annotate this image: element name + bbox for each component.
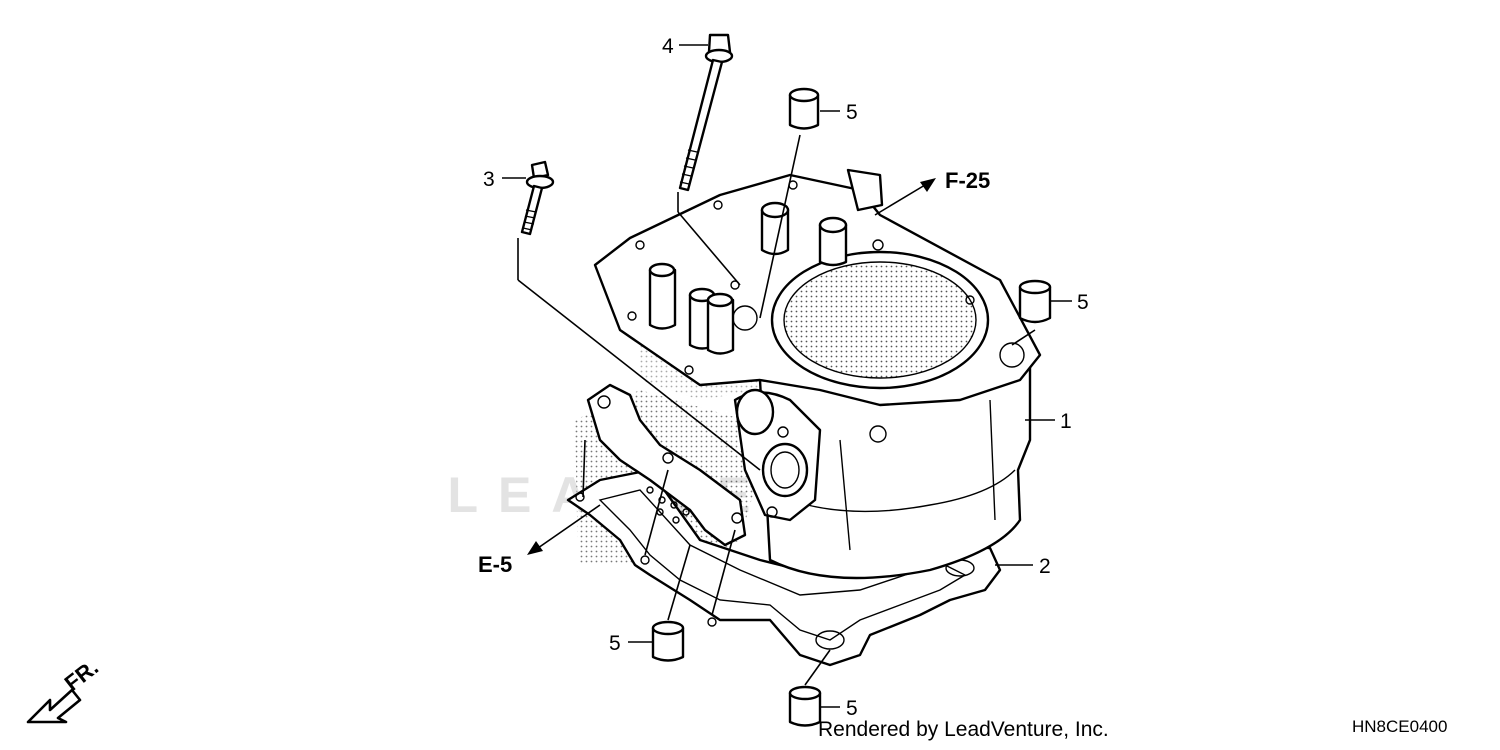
alignment-lines bbox=[517, 134, 1036, 686]
callout-3: 3 bbox=[483, 168, 495, 191]
flange-bolt-short[interactable] bbox=[520, 160, 555, 236]
oil-passage-holes bbox=[646, 486, 690, 524]
front-arrow-icon: FR. bbox=[26, 654, 103, 724]
callout-5-right: 5 bbox=[1077, 291, 1089, 314]
front-label: FR. bbox=[60, 654, 103, 696]
callout-leaders bbox=[502, 44, 1072, 708]
callout-1: 1 bbox=[1060, 410, 1072, 433]
callout-5-left: 5 bbox=[609, 632, 621, 655]
dowel-pin-3[interactable] bbox=[651, 620, 685, 662]
arrow-e5 bbox=[527, 504, 601, 555]
reference-f25[interactable]: F-25 bbox=[945, 168, 990, 193]
render-credit: Rendered by LeadVenture, Inc. bbox=[818, 718, 1109, 741]
callout-2: 2 bbox=[1039, 555, 1051, 578]
reference-e5[interactable]: E-5 bbox=[478, 552, 512, 577]
diagram-code: HN8CE0400 bbox=[1352, 717, 1448, 736]
dowel-pin-4[interactable] bbox=[788, 685, 822, 727]
cylinder-base-gasket[interactable] bbox=[566, 468, 1002, 667]
callout-5-bottom: 5 bbox=[846, 697, 858, 720]
callout-5-top: 5 bbox=[846, 101, 858, 124]
dowel-pin-2[interactable] bbox=[1018, 279, 1052, 324]
dowel-pin-1[interactable] bbox=[788, 87, 820, 130]
stud-bolt-long[interactable] bbox=[678, 33, 734, 192]
cylinder-block[interactable] bbox=[586, 168, 1042, 580]
arrow-f25 bbox=[874, 178, 936, 216]
callout-4: 4 bbox=[662, 35, 674, 58]
